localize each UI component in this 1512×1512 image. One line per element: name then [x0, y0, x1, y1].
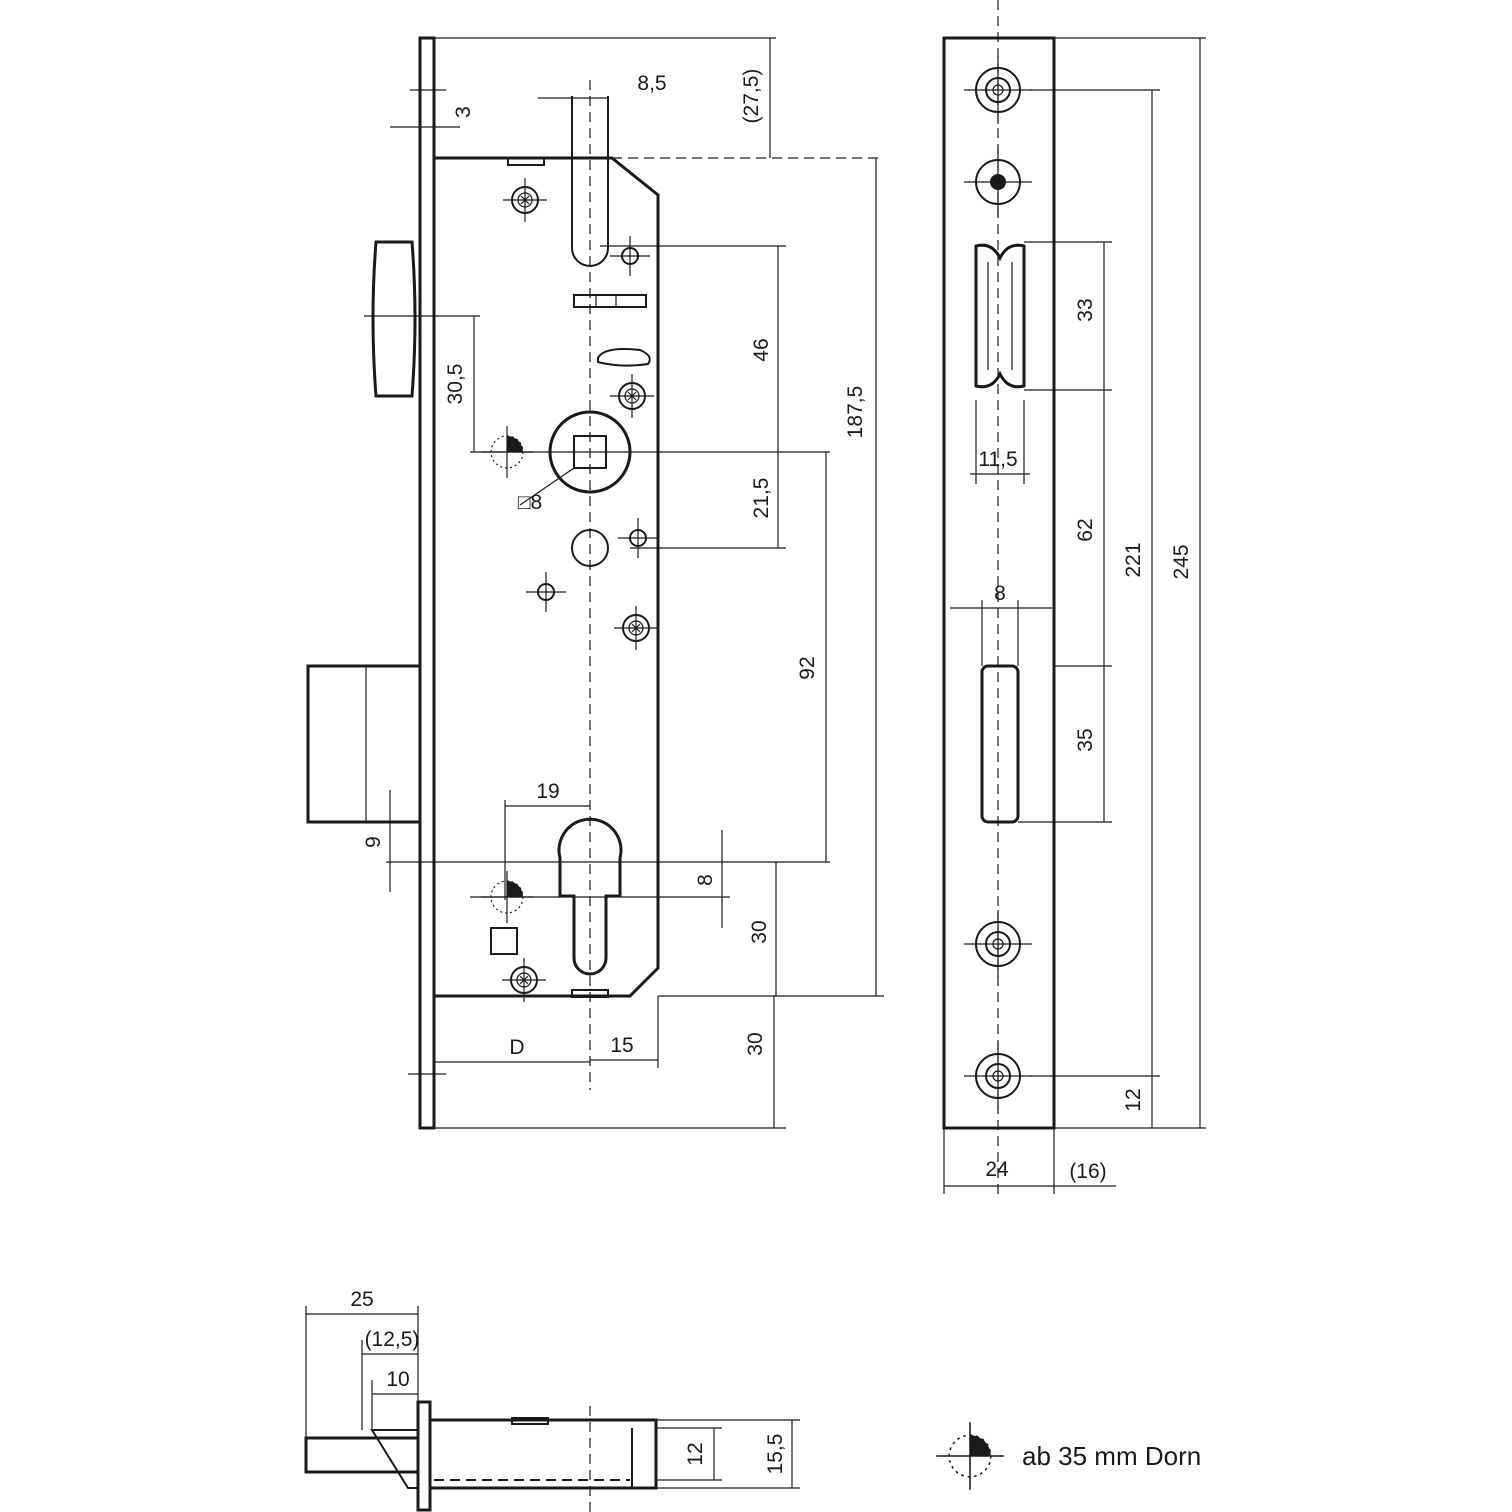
legend: ab 35 mm Dorn: [935, 1421, 1201, 1491]
dim-body-height: 187,5: [844, 386, 867, 439]
dim-cylinder-below: 30: [748, 920, 771, 943]
dim-faceplate-width: 24: [985, 1158, 1009, 1181]
top-faceplate: [416, 1400, 432, 1512]
top-view: 25 (12,5) 10 12 15,5: [304, 1288, 800, 1512]
dim-faceplate-height: 245: [1170, 544, 1193, 579]
legend-text: ab 35 mm Dorn: [1022, 1441, 1201, 1471]
faceplate-side: [418, 36, 436, 1130]
dim-body-outer: 15,5: [764, 1434, 787, 1475]
bolt-opening: [980, 664, 1020, 824]
dim-latch-projection: (12,5): [365, 1328, 420, 1351]
dim-nose-offset: 10: [386, 1368, 409, 1391]
dim-latch-height: 33: [1074, 298, 1097, 321]
faceplate-view: 33 11,5 62 221 245 8 35 12 24 (16): [942, 0, 1206, 1200]
top-bolt: [304, 1436, 420, 1474]
dim-plate-thickness: 3: [452, 106, 475, 118]
dim-body-depth: (16): [1069, 1160, 1106, 1183]
cylinder-cutout: [557, 817, 623, 976]
dim-top-offset: (27,5): [740, 69, 763, 124]
dim-bolt-height: 35: [1074, 728, 1097, 751]
dim-latch-to-handle: 30,5: [444, 364, 467, 405]
latch-opening: [974, 243, 1026, 389]
dim-follower-width: 8,5: [637, 72, 666, 95]
dim-backset: D: [509, 1036, 524, 1059]
dim-latch-gap: 62: [1074, 518, 1097, 541]
dim-bolt-offset: 9: [362, 836, 385, 848]
dim-strike-hole-span: 221: [1122, 542, 1145, 577]
quarter-circle-marker-icon: [935, 1421, 1005, 1491]
faceplate: [942, 36, 1056, 1130]
top-latch-nose: [370, 1429, 419, 1489]
dim-cylinder-small: 8: [694, 874, 717, 886]
dim-spindle-to-cylinder: 92: [796, 656, 819, 679]
dim-spindle-rise: 46: [750, 338, 773, 361]
front-view: 3 8,5 (27,5) 30,5 46 □8 21,5 92 187,5 19…: [306, 36, 884, 1130]
dim-spindle-drop: 21,5: [750, 478, 773, 519]
dim-latch-width: 11,5: [978, 448, 1017, 471]
dim-bolt-projection: 25: [350, 1288, 373, 1311]
dim-bottom-offset: 30: [744, 1032, 767, 1055]
dim-bolt-width: 8: [994, 582, 1006, 605]
dim-spindle-square: □8: [518, 491, 542, 514]
dim-cylinder-left: 19: [536, 780, 559, 803]
dead-bolt: [306, 664, 422, 824]
dim-cylinder-edge: 15: [610, 1034, 633, 1057]
latch-bolt: [371, 240, 417, 398]
dim-body-inner: 12: [684, 1442, 707, 1465]
dim-bottom-hole: 12: [1122, 1088, 1145, 1111]
top-lock-body: [428, 1418, 658, 1490]
